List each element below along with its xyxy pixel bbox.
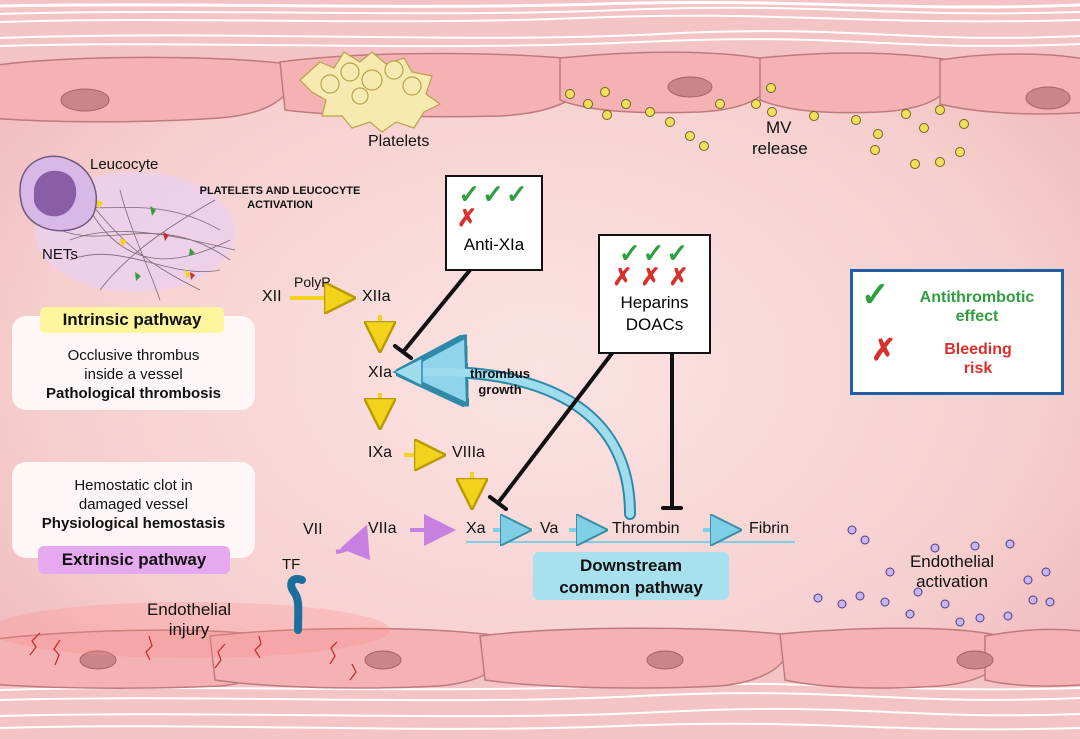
intrinsic-pathway-title: Intrinsic pathway (40, 307, 224, 333)
thrombus-growth-arrowhead (392, 356, 423, 388)
microvesicles (565, 83, 969, 169)
factor-xia: XIa (368, 364, 393, 381)
factor-vii: VII (303, 521, 323, 538)
extrinsic-line-1: Hemostatic clot in (74, 477, 193, 494)
legend-box: ✓ Antithrombotic effect ✗ Bleeding risk (850, 269, 1064, 395)
nets-label: NETs (42, 246, 78, 263)
endothelial-injury-label: Endothelial injury (140, 600, 238, 640)
activation-particles (813, 525, 1055, 627)
legend-check-icon: ✓ (861, 276, 892, 314)
bottom-endothelial-cells (0, 627, 1080, 689)
injury-line-1: Endothelial (146, 600, 232, 619)
heparins-name: Heparins (620, 293, 689, 312)
mv-label: MV (766, 118, 792, 137)
factor-fibrin: Fibrin (749, 520, 790, 537)
anti-xia-crosses: ✗ (457, 205, 486, 232)
platelets-label: Platelets (368, 133, 430, 150)
legend-cross-icon: ✗ (871, 334, 905, 367)
factor-xii: XII (262, 288, 282, 305)
factor-ixa: IXa (368, 444, 393, 461)
polyp-label: PolyP (294, 274, 331, 290)
injury-line-2: injury (168, 620, 210, 639)
arrow-vii-viia (335, 524, 370, 561)
endothelial-activation-label: Endothelial activation (902, 552, 1002, 592)
activation-text-line-2: activation (916, 572, 988, 591)
factor-viia: VIIa (368, 520, 397, 537)
legend-risk-line-2: risk (963, 360, 993, 377)
extrinsic-arrows (335, 514, 456, 561)
intrinsic-line-3: Pathological thrombosis (45, 385, 222, 402)
thrombus-growth-line-2: growth (478, 382, 522, 397)
activation-label: PLATELETS AND LEUCOCYTE ACTIVATION (198, 184, 362, 212)
doacs-name: DOACs (625, 315, 684, 334)
heparins-crosses: ✗✗✗ (612, 264, 697, 291)
anti-xia-checks: ✓✓✓ (458, 179, 530, 209)
platelet-aggregate (299, 51, 442, 133)
heparins-doacs-box: ✓✓✓ ✗✗✗ Heparins DOACs (598, 234, 711, 354)
factor-viiia: VIIIa (452, 444, 485, 461)
factor-xa: Xa (466, 520, 486, 537)
legend-effect-line-1: Antithrombotic (919, 289, 1035, 306)
leucocyte-label: Leucocyte (90, 156, 159, 173)
extrinsic-line-3: Physiological hemostasis (41, 515, 226, 532)
legend-effect-line-2: effect (955, 308, 999, 325)
tf-label: TF (282, 556, 301, 573)
thrombus-growth-line-1: thrombus (470, 366, 530, 381)
inhibition-lines (393, 268, 683, 511)
factor-xiia: XIIa (362, 288, 391, 305)
tissue-factor (287, 575, 306, 634)
injury-cracks (29, 632, 357, 681)
legend-risk-label: Bleeding risk (923, 340, 1033, 378)
inhibit-anti-xia (401, 268, 472, 354)
leucocyte-cell (19, 155, 97, 232)
factor-thrombin: Thrombin (612, 520, 680, 537)
extrinsic-panel: Hemostatic clot in damaged vessel Physio… (12, 462, 255, 558)
extrinsic-pathway-title: Extrinsic pathway (38, 546, 230, 574)
common-line-1: Downstream (579, 556, 683, 575)
extrinsic-line-2: damaged vessel (78, 496, 189, 513)
inhibit-heparins-xa (496, 350, 615, 505)
anti-xia-box: ✓✓✓ ✗ Anti-XIa (445, 175, 543, 271)
heparins-checks: ✓✓✓ (618, 238, 691, 268)
activation-text-line-1: Endothelial (909, 552, 995, 571)
intrinsic-arrows (290, 298, 472, 502)
anti-xia-name: Anti-XIa (463, 235, 525, 254)
thrombus-growth-label: thrombus growth (458, 366, 542, 398)
activation-line-1: PLATELETS AND LEUCOCYTE (199, 185, 361, 197)
intrinsic-line-2: inside a vessel (84, 366, 183, 383)
legend-effect-label: Antithrombotic effect (897, 288, 1057, 326)
factor-va: Va (540, 520, 559, 537)
legend-risk-line-1: Bleeding (944, 341, 1012, 358)
activation-line-2: ACTIVATION (247, 199, 313, 211)
common-line-2: common pathway (559, 578, 703, 597)
thrombus-growth-arrow (416, 367, 634, 518)
release-label: release (752, 139, 808, 158)
common-pathway-title: Downstream common pathway (533, 552, 729, 600)
intrinsic-line-1: Occlusive thrombus (67, 347, 200, 364)
